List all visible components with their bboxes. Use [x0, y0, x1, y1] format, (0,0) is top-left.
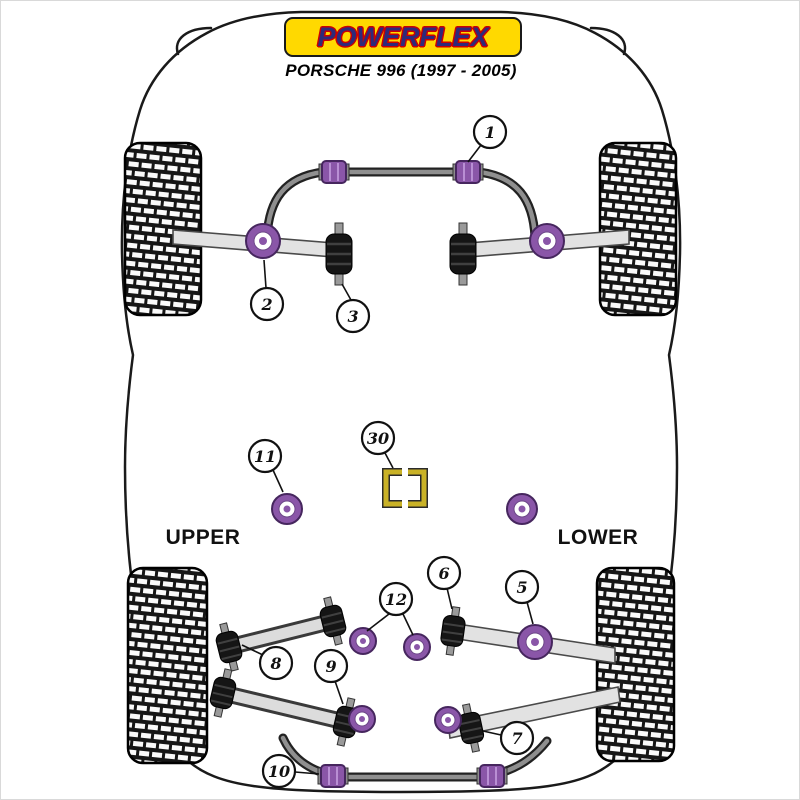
callout-12-leader-b: [402, 613, 414, 636]
callout-8-leader: [241, 644, 264, 656]
callout-8-number: 8: [269, 654, 281, 673]
callout-1-leader: [467, 144, 482, 163]
callout-8: 8: [258, 645, 294, 681]
powerflex-logo-text: POWERFLEX: [317, 21, 489, 52]
callout-5-leader: [526, 601, 534, 625]
lower-engine-mount-bushing: [506, 493, 538, 525]
callout-1-number: 1: [484, 123, 495, 142]
callout-11-leader: [272, 469, 284, 493]
model-title: PORSCHE 996 (1997 - 2005): [285, 61, 517, 80]
front-arb-bushing-right: [452, 160, 484, 184]
mount-bracket: [383, 469, 427, 507]
callout-10-leader: [294, 771, 320, 775]
callout-12: 12: [378, 581, 414, 617]
tire-front-left: [123, 141, 203, 317]
callout-2-number: 2: [260, 295, 272, 314]
callout-6-leader: [446, 587, 453, 610]
callout-9-leader: [334, 680, 344, 705]
callout-30-number: 30: [367, 429, 389, 448]
rear-anti-roll-bar-inner: [280, 735, 550, 780]
callout-2: 2: [249, 286, 285, 322]
rear-inner-bushing-1: [349, 627, 377, 655]
label-lower: LOWER: [558, 526, 639, 549]
rear-lower-arm-right: [447, 686, 621, 739]
callout-30-leader: [384, 452, 394, 469]
callout-5-number: 5: [516, 578, 527, 597]
rear-inner-bushing-4: [434, 706, 462, 734]
label-upper: UPPER: [166, 526, 241, 549]
callout-9: 9: [313, 648, 349, 684]
callout-12-leader-a: [366, 613, 390, 632]
callout-2-leader: [263, 259, 267, 289]
callout-9-number: 9: [325, 657, 336, 676]
callout-11-number: 11: [254, 447, 276, 466]
powerflex-logo: POWERFLEX: [284, 17, 522, 57]
rear-upper-arm-left: [223, 615, 339, 653]
callout-5: 5: [504, 569, 540, 605]
rear-toe-arm-outer-bushing: [517, 624, 553, 660]
callout-3: 3: [335, 298, 371, 334]
car-body-outline: [120, 10, 682, 794]
rear-arb-bushing-left: [317, 764, 349, 788]
callout-10-number: 10: [268, 762, 290, 781]
tire-rear-left: [126, 566, 209, 765]
rear-arb-bushing-right: [476, 764, 508, 788]
front-fender-crease-right: [589, 26, 627, 56]
front-anti-roll-bar-inner: [264, 169, 538, 240]
rear-inner-bushing-3: [348, 705, 376, 733]
callout-11: 11: [247, 438, 283, 474]
front-fender-crease-left: [175, 26, 213, 56]
callout-3-number: 3: [347, 307, 358, 326]
callout-7-number: 7: [511, 729, 522, 748]
rear-inner-bushing-2: [403, 633, 431, 661]
callout-1: 1: [472, 114, 508, 150]
front-arm-bushing-left: [245, 223, 281, 259]
callout-7: 7: [499, 720, 535, 756]
callout-7-leader: [482, 730, 502, 736]
callout-6: 6: [426, 555, 462, 591]
callout-12-number: 12: [385, 590, 407, 609]
callout-6-number: 6: [438, 564, 449, 583]
tire-front-right: [598, 141, 678, 317]
rear-lower-arm-left: [217, 687, 355, 729]
front-arm-bushing-right: [529, 223, 565, 259]
callout-10: 10: [261, 753, 297, 789]
callout-3-leader: [341, 283, 352, 301]
tire-rear-right: [595, 566, 676, 763]
front-arb-bushing-left: [318, 160, 350, 184]
callout-30: 30: [360, 420, 396, 456]
upper-engine-mount-bushing: [271, 493, 303, 525]
